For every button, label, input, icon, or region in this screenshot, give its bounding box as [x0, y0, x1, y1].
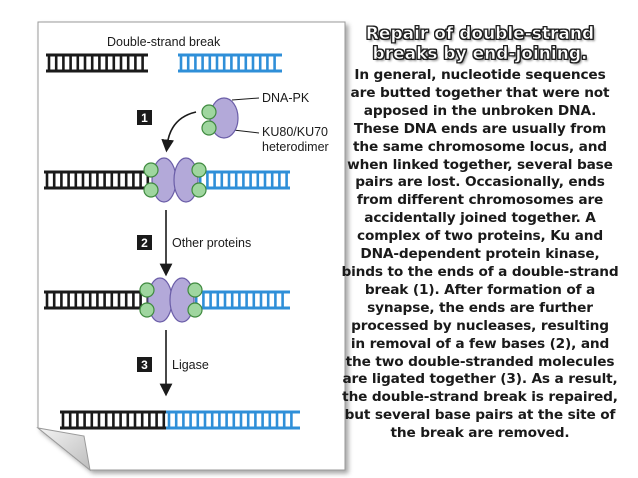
protein-layer	[139, 97, 239, 323]
ligase-label: Ligase	[172, 358, 209, 372]
body-text-line: from different chromosomes are	[356, 192, 604, 209]
ku-label: KU80/KU70	[262, 125, 328, 139]
bound-complex-ku-left-bottom	[143, 182, 159, 198]
body-text-line: but several base pairs at the site of	[344, 407, 616, 424]
processed-complex-ku-right-bottom	[187, 302, 203, 318]
body-text-line: the same chromosome locus, and	[353, 138, 607, 155]
page-curl	[36, 427, 91, 472]
body-text-line: These DNA ends are usually from	[353, 120, 607, 137]
body-text-line: when linked together, several base	[347, 156, 613, 173]
curved-arrow-step1	[161, 111, 197, 153]
body-text-line: accidentally joined together. A	[364, 210, 596, 227]
step-number: 3	[141, 358, 148, 372]
body-text-line: are butted together that were not	[350, 84, 610, 101]
body-text-line: apposed in the unbroken DNA.	[363, 102, 597, 119]
body-text-line: synapse, the ends are further	[367, 299, 593, 316]
other-proteins-label: Other proteins	[172, 236, 251, 250]
dna-strand-right-bound	[190, 170, 290, 190]
bound-complex-ku-right-top	[191, 162, 207, 178]
ku80-subunit	[201, 104, 217, 120]
step-badge-3: 3	[137, 357, 152, 372]
step-badge-2: 2	[137, 235, 152, 250]
title-line: Repair of double-strand	[365, 24, 595, 45]
dna-strand-left-bound	[44, 170, 160, 190]
dna-strand-right-ligated	[166, 410, 300, 430]
body-text-line: break (1). After formation of a	[364, 281, 596, 298]
body-text-line: In general, nucleotide sequences	[354, 67, 606, 83]
bound-complex-ku-right-bottom	[191, 182, 207, 198]
step-number: 1	[141, 111, 148, 125]
dna-strand-left-broken	[46, 53, 148, 73]
bound-complex-ku-left-top	[143, 162, 159, 178]
ku70-subunit	[201, 120, 217, 136]
step-badge-1: 1	[137, 110, 152, 125]
processed-complex-ku-left-top	[139, 282, 155, 298]
processed-complex-ku-left-bottom	[139, 302, 155, 318]
body-text-line: pairs are lost. Occasionally, ends	[355, 174, 605, 191]
dna-strand-left-ligated	[60, 410, 166, 430]
dna-layer	[44, 53, 300, 430]
title-line: breaks by end-joining.	[372, 44, 588, 65]
dna-pk-leader-line	[231, 97, 260, 101]
body-text-line: the double-strand break is repaired,	[342, 389, 618, 406]
page-background	[36, 21, 346, 472]
dna-strand-right-broken	[178, 53, 282, 73]
step-number: 2	[141, 236, 148, 250]
body-text-line: binds to the ends of a double-strand	[341, 263, 619, 280]
body-text-line: DNA-dependent protein kinase,	[360, 246, 600, 263]
processed-complex-ku-right-top	[187, 282, 203, 298]
body-text-line: are ligated together (3). As a result,	[342, 371, 618, 388]
process-arrows	[159, 111, 197, 397]
dna-pk-label: DNA-PK	[262, 91, 310, 105]
body-text-line: in removal of a few bases (2), and	[350, 335, 610, 352]
body-text-line: processed by nucleases, resulting	[351, 317, 609, 334]
slide-title: Repair of double-strand breaks by end-jo…	[346, 24, 614, 65]
heterodimer-label: heterodimer	[262, 140, 329, 154]
body-text-line: the break are removed.	[390, 425, 570, 442]
double-strand-break-label: Double-strand break	[107, 35, 221, 49]
body-text-line: the two double-stranded molecules	[345, 353, 615, 370]
body-text-line: complex of two proteins, Ku and	[357, 228, 603, 245]
